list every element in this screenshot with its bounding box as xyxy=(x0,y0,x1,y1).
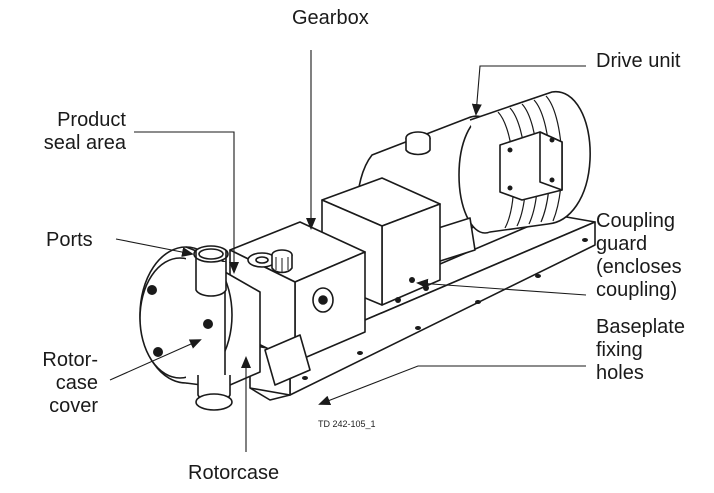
label-gearbox: Gearbox xyxy=(292,7,369,29)
gearbox xyxy=(229,221,366,386)
reference-code: TD 242-105_1 xyxy=(318,419,376,429)
leader-rotorcase-cover xyxy=(109,339,202,381)
leader-coupling-guard xyxy=(416,278,587,296)
label-drive-unit: Drive unit xyxy=(596,50,681,72)
leader-product-seal-area xyxy=(134,131,239,274)
label-rotorcase: Rotorcase xyxy=(188,462,280,484)
label-coupling-guard: Coupling guard (encloses coupling) xyxy=(596,210,682,301)
label-product-seal-area: Product seal area xyxy=(43,109,126,154)
leader-drive-unit xyxy=(471,65,586,116)
leader-ports xyxy=(115,238,194,257)
label-rotorcase-cover: Rotor- case cover xyxy=(42,349,98,417)
pump-head xyxy=(139,245,261,411)
leader-baseplate-fixing-holes xyxy=(318,365,586,406)
label-baseplate-fixing-holes: Baseplate fixing holes xyxy=(596,316,685,384)
label-ports: Ports xyxy=(46,229,93,251)
